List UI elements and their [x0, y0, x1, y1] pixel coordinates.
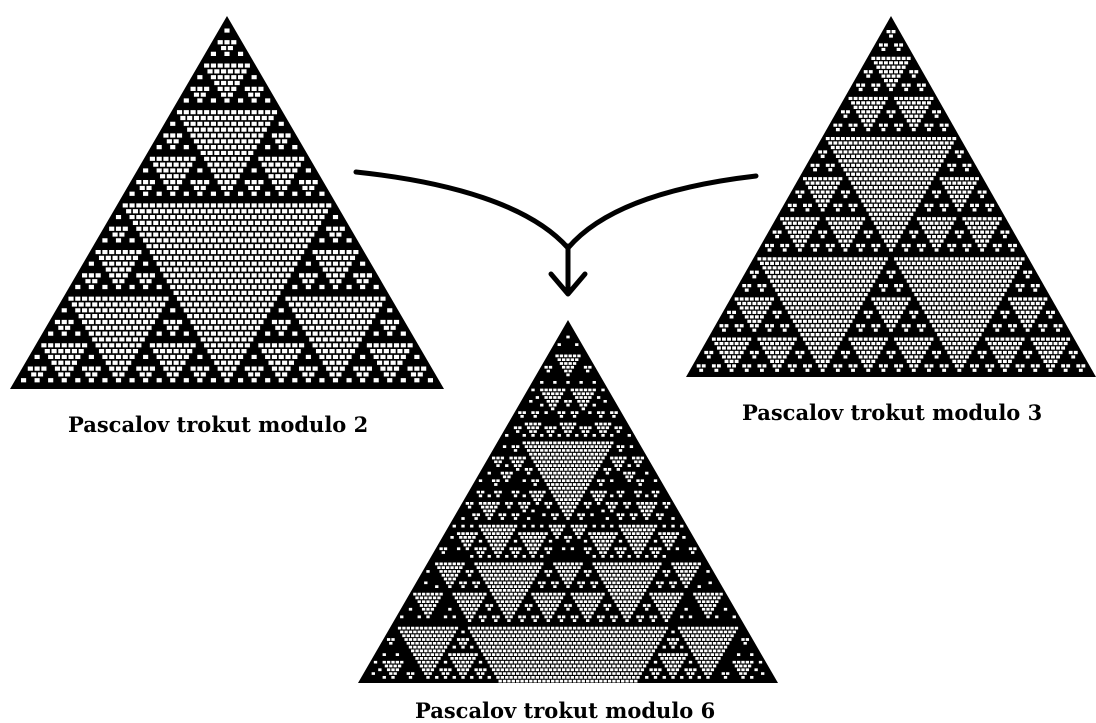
zero-cells	[696, 29, 1086, 372]
triangle-silhouette	[10, 16, 444, 389]
merge-arrow-icon	[353, 169, 759, 297]
pascal-triangle-mod3	[686, 16, 1096, 377]
triangle-silhouette	[358, 320, 778, 683]
caption-mod3: Pascalov trokut modulo 3	[742, 400, 1043, 425]
zero-cells	[20, 28, 434, 383]
pascal-triangle-mod2	[10, 16, 444, 389]
zero-cells	[371, 335, 765, 683]
caption-mod6: Pascalov trokut modulo 6	[415, 698, 716, 723]
pascal-triangle-mod6	[358, 320, 778, 683]
caption-mod2: Pascalov trokut modulo 2	[68, 412, 369, 437]
